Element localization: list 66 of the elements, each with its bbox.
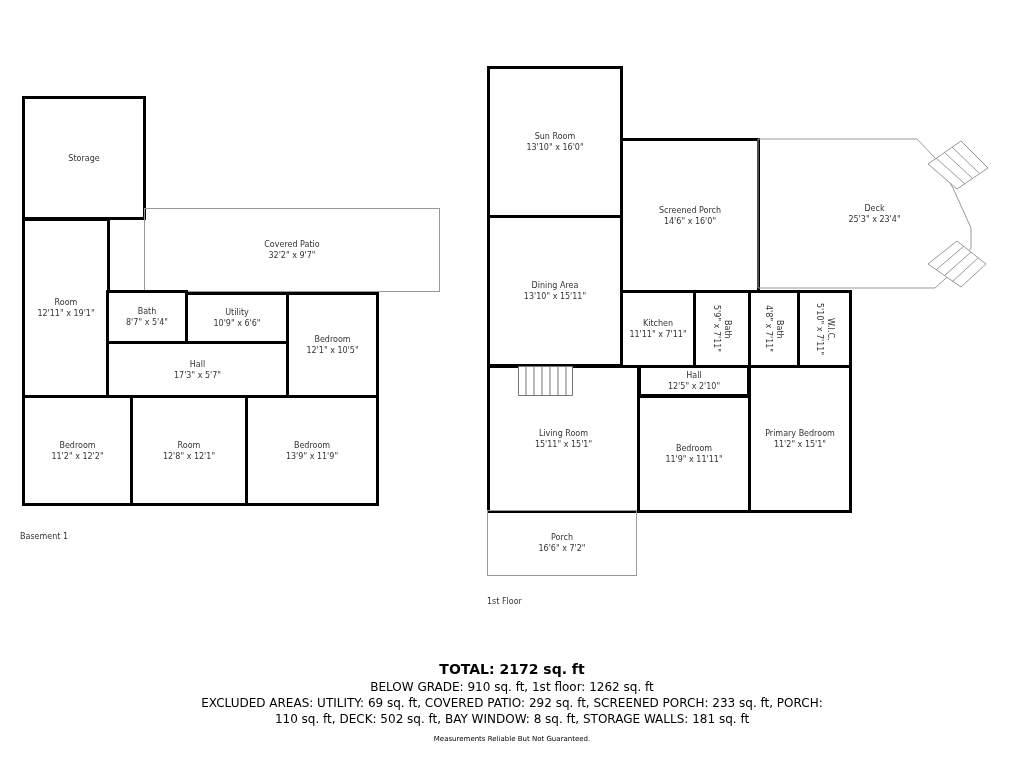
room-outline: [637, 395, 751, 513]
room-dimensions: 13'10" x 15'11": [523, 291, 587, 302]
room-outline: [797, 290, 852, 368]
room-name: Utility: [224, 307, 250, 318]
room-outline: [487, 66, 623, 218]
room-name: Room: [176, 439, 202, 451]
room-name: Living Room: [537, 428, 590, 439]
room-dimensions: 11'11" x 7'11": [629, 329, 687, 340]
room-dimensions: 11'9" x 11'11": [665, 454, 723, 465]
room-dimensions: 14'6" x 16'0": [662, 215, 718, 227]
room-name: Kitchen: [641, 318, 675, 329]
room-name: Storage: [68, 152, 100, 164]
room-dimensions: 13'9" x 11'9": [285, 450, 339, 462]
room-outline: [106, 290, 188, 344]
room-name: Porch: [550, 532, 574, 543]
room-dimensions: 8'7" x 5'4": [126, 317, 168, 328]
room-dimensions: 10'9" x 6'6": [213, 318, 261, 329]
room-outline: [22, 218, 110, 398]
room-name: Dining Area: [530, 280, 580, 291]
room-dimensions: 12'11" x 19'1": [37, 308, 95, 319]
room-outline: [487, 365, 640, 513]
outdoor-area: [144, 208, 440, 292]
room-name: Bath: [722, 318, 733, 341]
room-dimensions: 11'2" x 15'1": [772, 439, 828, 450]
room-dimensions: 11'2" x 12'2": [51, 450, 104, 462]
room-outline: [748, 365, 852, 513]
room-name: Bedroom: [58, 439, 97, 451]
room-dimensions: 12'1" x 10'5": [306, 345, 359, 356]
room-dimensions: 4'8" x 7'11": [763, 305, 774, 353]
room-name: Room: [53, 297, 79, 308]
room-dimensions: 5'9" x 7'11": [711, 305, 722, 353]
area-summary: BELOW GRADE: 910 sq. ft, 1st floor: 1262 sq. ft: [369, 678, 655, 696]
room-name: Deck: [863, 203, 886, 214]
room-name: Bedroom: [313, 334, 352, 345]
room-outline: [620, 138, 760, 293]
floor-label: 1st Floor: [487, 597, 522, 606]
room-name: Bedroom: [674, 443, 714, 454]
room-outline: [22, 96, 146, 220]
room-name: Bath: [136, 306, 158, 317]
room-name: Screened Porch: [658, 204, 722, 216]
room-name: W.I.C.: [824, 316, 836, 343]
room-dimensions: 16'6" x 7'2": [538, 543, 586, 554]
room-name: Bedroom: [292, 439, 332, 451]
room-dimensions: 25'3" x 23'4": [848, 214, 901, 225]
floor-label: Basement 1: [20, 532, 69, 541]
room-outline: [638, 365, 750, 397]
room-name: Covered Patio: [264, 239, 320, 250]
excluded-areas-note: EXCLUDED AREAS: UTILITY: 69 sq. ft, COVERED PATIO: 292 sq. ft, SCREENED PORCH: 233 sq. ft, PORCH: 110 sq. ft, DECK: 502 sq. ft, BAY WINDOW: 8 sq. ft, STORAGE WALLS: 181 sq. ft: [200, 695, 824, 728]
room-dimensions: 32'2" x 9'7": [267, 250, 317, 261]
room-dimensions: 12'5" x 2'10": [667, 381, 721, 392]
room-outline: [22, 395, 133, 506]
room-outline: [487, 215, 623, 367]
room-name: Bath: [774, 318, 785, 341]
total-area: TOTAL: 2172 sq. ft: [200, 660, 824, 679]
room-outline: [286, 292, 379, 398]
room-dimensions: 13'10" x 16'0": [526, 142, 584, 153]
room-name: Hall: [685, 370, 703, 381]
room-dimensions: 17'3" x 5'7": [174, 369, 221, 381]
outdoor-area: [487, 510, 637, 576]
room-dimensions: 12'8" x 12'1": [162, 450, 216, 462]
room-name: Hall: [188, 358, 207, 370]
room-dimensions: 5'10" x 7'11": [813, 302, 825, 356]
room-name: Sun Room: [533, 131, 577, 142]
room-name: Primary Bedroom: [765, 428, 835, 439]
room-dimensions: 15'11" x 15'1": [534, 439, 593, 450]
room-outline: [245, 395, 379, 506]
